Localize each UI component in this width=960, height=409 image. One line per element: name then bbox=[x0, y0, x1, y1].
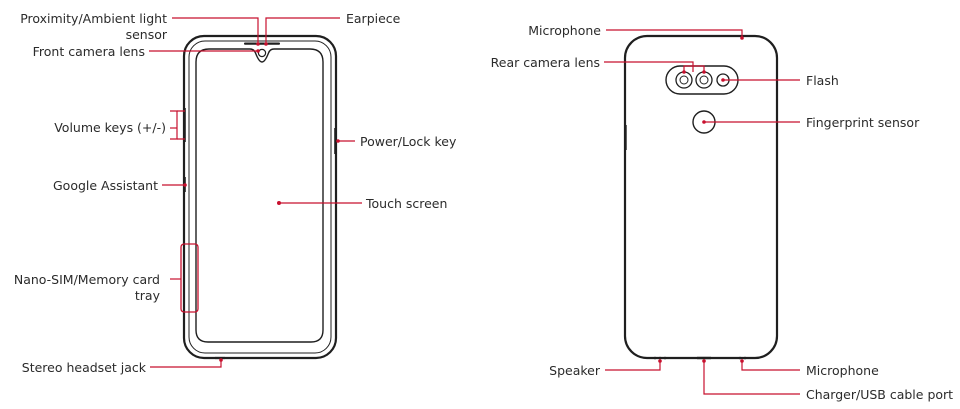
label-stereo-headset-jack: Stereo headset jack bbox=[22, 360, 147, 375]
front-camera-lens bbox=[257, 48, 267, 58]
speaker-hole bbox=[663, 356, 667, 360]
front-leader-lines bbox=[149, 17, 362, 368]
rear-camera-lens-2 bbox=[695, 71, 713, 89]
label-google-assistant: Google Assistant bbox=[53, 178, 158, 193]
front-phone-body bbox=[182, 34, 338, 360]
back-phone-body bbox=[623, 34, 779, 360]
rear-camera-lens-1-inner bbox=[679, 75, 689, 85]
label-power-lock-key: Power/Lock key bbox=[360, 134, 457, 149]
touch-screen-outline bbox=[195, 48, 324, 343]
label-proximity-sensor-line1: Proximity/Ambient light bbox=[20, 11, 167, 26]
front-view bbox=[180, 34, 338, 360]
label-bottom-microphone: Microphone bbox=[806, 363, 879, 378]
label-sim-tray-line1: Nano-SIM/Memory card bbox=[14, 272, 160, 287]
label-touch-screen: Touch screen bbox=[365, 196, 447, 211]
label-earpiece: Earpiece bbox=[346, 11, 401, 26]
label-proximity-sensor-line2: sensor bbox=[126, 27, 168, 42]
bottom-microphone-hole bbox=[738, 356, 742, 360]
earpiece-slot bbox=[244, 42, 280, 45]
sim-tray bbox=[180, 243, 199, 313]
label-fingerprint-sensor: Fingerprint sensor bbox=[806, 115, 920, 130]
label-rear-camera-lens: Rear camera lens bbox=[491, 55, 600, 70]
label-top-microphone: Microphone bbox=[528, 23, 601, 38]
speaker-hole bbox=[658, 356, 662, 360]
rear-camera-lens-2-inner bbox=[699, 75, 709, 85]
label-sim-tray-line2: tray bbox=[135, 288, 161, 303]
label-volume-keys: Volume keys (+/-) bbox=[54, 120, 166, 135]
back-view bbox=[623, 34, 779, 360]
label-front-camera-lens: Front camera lens bbox=[33, 44, 145, 59]
front-phone-inner-edge bbox=[188, 40, 332, 354]
label-usb-port: Charger/USB cable port bbox=[806, 387, 953, 402]
speaker-hole bbox=[653, 356, 657, 360]
label-flash: Flash bbox=[806, 73, 839, 88]
front-labels: Proximity/Ambient light sensor Front cam… bbox=[14, 11, 457, 375]
rear-camera-lens-1 bbox=[675, 71, 693, 89]
back-labels: Microphone Rear camera lens Flash Finger… bbox=[491, 23, 954, 402]
bottom-microphone-hole bbox=[743, 356, 747, 360]
label-speaker: Speaker bbox=[549, 363, 601, 378]
back-leader-lines bbox=[604, 29, 800, 395]
